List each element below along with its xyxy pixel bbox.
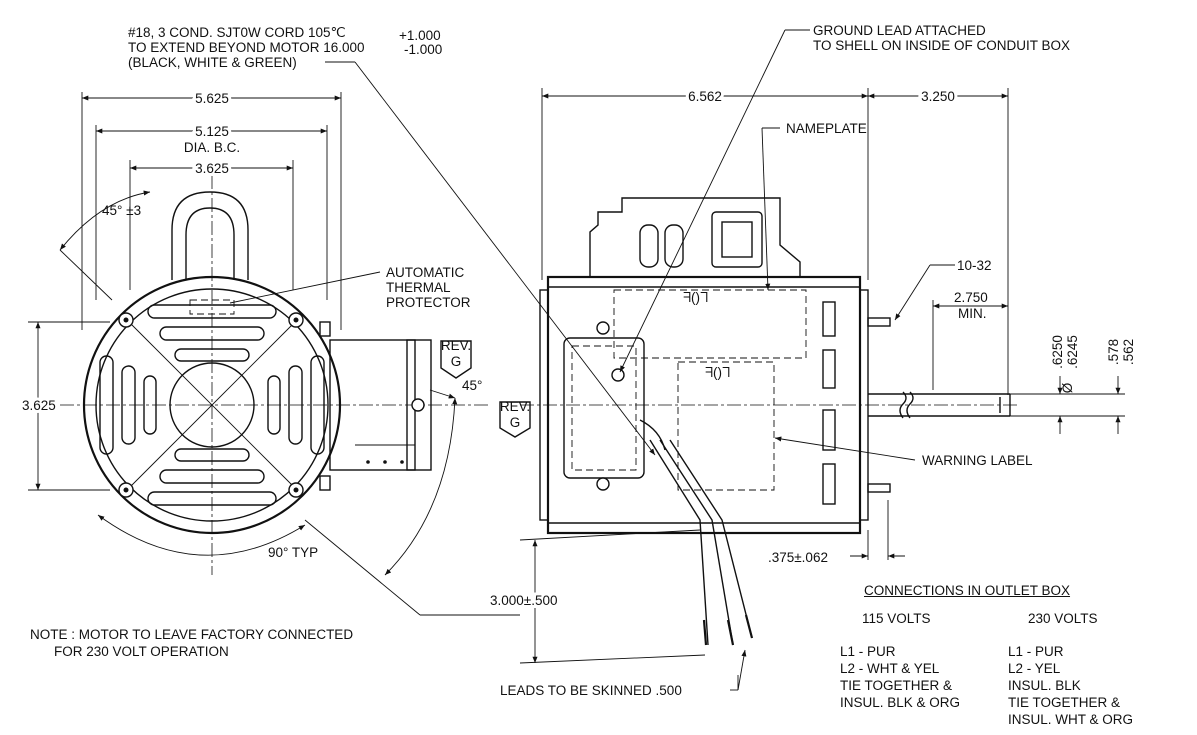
dim-6562-label: 6.562 bbox=[688, 89, 722, 104]
flat-dim-2: .562 bbox=[1121, 339, 1136, 365]
motor-housing bbox=[82, 275, 342, 535]
angle-typ-label: 90° TYP bbox=[268, 545, 318, 560]
motor-shaft bbox=[868, 391, 1011, 419]
thermal-line1: AUTOMATIC bbox=[386, 265, 465, 280]
warning-label-area bbox=[677, 361, 775, 491]
angle-arc-bottom bbox=[97, 514, 306, 556]
ground-line2: TO SHELL ON INSIDE OF CONDUIT BOX bbox=[813, 38, 1070, 53]
col230-line: INSUL. WHT & ORG bbox=[1008, 712, 1134, 727]
dim-5625-label: 5.625 bbox=[195, 91, 229, 106]
skinned-leader bbox=[737, 649, 747, 691]
lifting-loop-side bbox=[589, 197, 801, 277]
nameplate-area bbox=[613, 289, 807, 359]
col230-header: 230 VOLTS bbox=[1028, 611, 1098, 626]
dim-3625-h-label: 3.625 bbox=[195, 161, 229, 176]
col115-line: L2 - WHT & YEL bbox=[840, 661, 940, 676]
motor-leads bbox=[649, 439, 754, 646]
dim-5125-sub: DIA. B.C. bbox=[184, 140, 240, 155]
cord-spec-line3: (BLACK, WHITE & GREEN) bbox=[128, 55, 297, 70]
svg-text:ᖷ()ᒣ: ᖷ()ᒣ bbox=[683, 290, 708, 305]
cord-leader bbox=[354, 61, 656, 456]
thermal-line2: THERMAL bbox=[386, 280, 451, 295]
end-view bbox=[28, 92, 520, 616]
conduit-box-end bbox=[319, 321, 432, 491]
rev-badge-side bbox=[499, 401, 531, 438]
cord-tol-minus: -1.000 bbox=[404, 42, 442, 57]
drawing-labels: #18, 3 COND. SJT0W CORD 105℃ TO EXTEND B… bbox=[19, 23, 1136, 698]
conduit-box-side bbox=[563, 337, 645, 479]
lifting-loop bbox=[171, 191, 249, 280]
cord-spec-line2: TO EXTEND BEYOND MOTOR 16.000 bbox=[128, 40, 365, 55]
angle-right-label: 45° bbox=[462, 378, 482, 393]
dim-5125-label: 5.125 bbox=[195, 124, 229, 139]
col230-line: L2 - YEL bbox=[1008, 661, 1061, 676]
connections-title: CONNECTIONS IN OUTLET BOX bbox=[864, 583, 1071, 598]
side-vents bbox=[822, 301, 836, 505]
mounting-bolts bbox=[118, 312, 304, 498]
nameplate-label: NAMEPLATE bbox=[786, 121, 867, 136]
svg-text:ᖷ()ᒣ: ᖷ()ᒣ bbox=[705, 365, 730, 380]
dim-stud-label: .375±.062 bbox=[768, 550, 828, 565]
stud-leader bbox=[894, 264, 931, 321]
col115-list: L1 - PUR L2 - WHT & YEL TIE TOGETHER & I… bbox=[840, 643, 960, 711]
dia-symbol: Ø bbox=[1060, 382, 1075, 393]
rev-label-end: REV. bbox=[441, 338, 471, 353]
leads-skinned-label: LEADS TO BE SKINNED .500 bbox=[500, 683, 682, 698]
cord-tol-plus: +1.000 bbox=[399, 28, 441, 43]
angle-arc-right bbox=[384, 397, 458, 576]
warning-leader bbox=[774, 436, 916, 461]
angle-top-label: 45° ±3 bbox=[102, 203, 141, 218]
shaft-dia-2: .6245 bbox=[1065, 335, 1080, 369]
cord-spec-line1: #18, 3 COND. SJT0W CORD 105℃ bbox=[128, 25, 346, 40]
thermal-line3: PROTECTOR bbox=[386, 295, 471, 310]
dim-2750-sub: MIN. bbox=[958, 306, 987, 321]
vent-slots bbox=[99, 304, 325, 506]
shaft-dia-1: .6250 bbox=[1050, 335, 1065, 369]
dim-leads-label: 3.000±.500 bbox=[490, 593, 557, 608]
nameplate-leader bbox=[761, 127, 771, 291]
stud-label: 10-32 bbox=[957, 258, 992, 273]
warning-label: WARNING LABEL bbox=[922, 453, 1033, 468]
col115-line: INSUL. BLK & ORG bbox=[840, 695, 961, 710]
note-line1: NOTE : MOTOR TO LEAVE FACTORY CONNECTED bbox=[30, 627, 354, 642]
col230-line: L1 - PUR bbox=[1008, 644, 1064, 659]
rev-badge-end bbox=[440, 340, 472, 379]
dim-3625-v-label: 3.625 bbox=[22, 398, 56, 413]
rev-letter-side: G bbox=[510, 415, 521, 430]
rev-label-side: REV. bbox=[500, 399, 530, 414]
col115-header: 115 VOLTS bbox=[862, 611, 931, 626]
ground-leader bbox=[619, 29, 786, 373]
angle-arc-top bbox=[59, 190, 151, 251]
flat-dim-1: .578 bbox=[1106, 339, 1121, 365]
col230-line: INSUL. BLK bbox=[1008, 678, 1081, 693]
side-view: ᖷ()ᒣ ᖷ()ᒣ bbox=[325, 29, 1125, 691]
factory-note: NOTE : MOTOR TO LEAVE FACTORY CONNECTED … bbox=[30, 626, 353, 660]
note-line2: FOR 230 VOLT OPERATION bbox=[54, 644, 229, 659]
rev-letter-end: G bbox=[451, 354, 462, 369]
col230-list: L1 - PUR L2 - YEL INSUL. BLK TIE TOGETHE… bbox=[1008, 643, 1133, 728]
dim-2750-label: 2.750 bbox=[954, 290, 988, 305]
col115-line: L1 - PUR bbox=[840, 644, 896, 659]
ground-line1: GROUND LEAD ATTACHED bbox=[813, 23, 986, 38]
col230-line: TIE TOGETHER & bbox=[1008, 695, 1121, 710]
col115-line: TIE TOGETHER & bbox=[840, 678, 953, 693]
dim-3250-label: 3.250 bbox=[921, 89, 955, 104]
